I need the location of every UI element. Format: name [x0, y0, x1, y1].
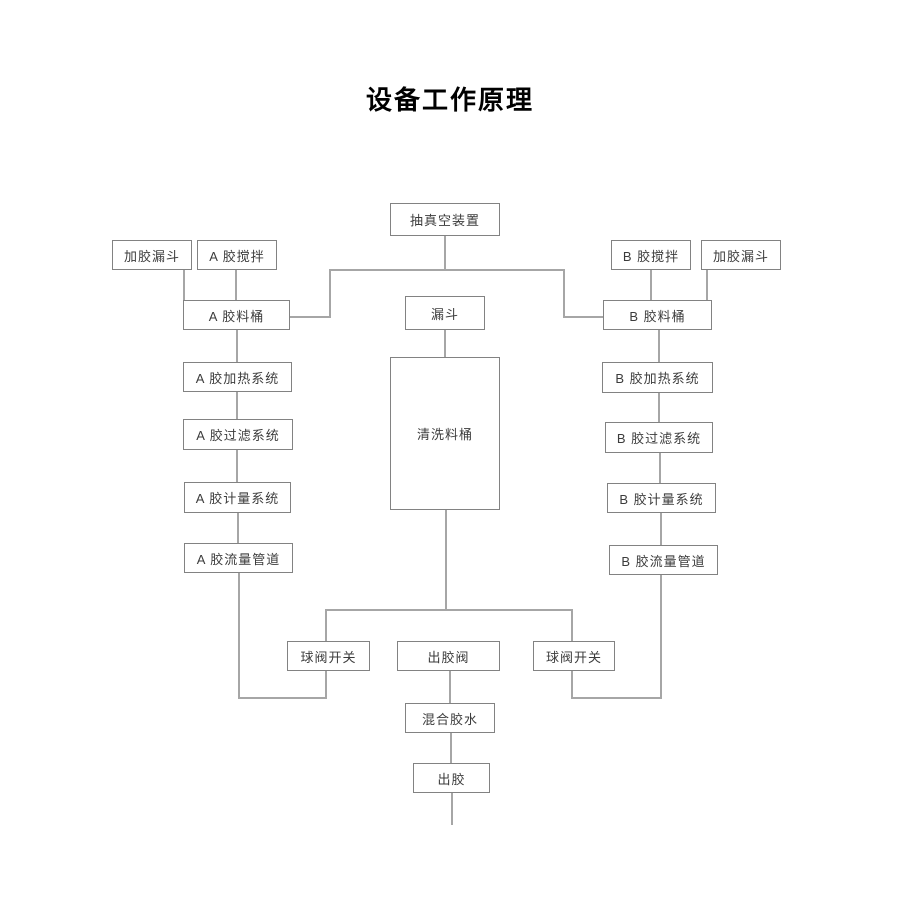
node-vacuum-device: 抽真空装置 — [390, 203, 500, 236]
connector-line — [238, 572, 240, 699]
connector-line — [563, 269, 565, 318]
connector-line — [660, 513, 662, 546]
node-glue-a-metering-system: A 胶计量系统 — [184, 482, 291, 513]
connector-line — [329, 269, 565, 271]
page-title: 设备工作原理 — [365, 85, 534, 115]
node-glue-b-flow-pipe: B 胶流量管道 — [609, 545, 718, 575]
node-glue-outlet-valve: 出胶阀 — [397, 641, 500, 671]
connector-line — [658, 330, 660, 362]
node-wash-barrel: 清洗料桶 — [390, 357, 500, 510]
connector-line — [563, 316, 603, 318]
node-ball-valve-right: 球阀开关 — [533, 641, 615, 671]
node-glue-b-metering-system: B 胶计量系统 — [607, 483, 716, 513]
connector-line — [445, 509, 447, 610]
node-glue-a-filter-system: A 胶过滤系统 — [183, 419, 293, 450]
connector-line — [183, 270, 185, 301]
connector-line — [235, 270, 237, 301]
node-glue-b-filter-system: B 胶过滤系统 — [605, 422, 713, 453]
connector-line — [236, 330, 238, 362]
node-glue-funnel-right: 加胶漏斗 — [701, 240, 781, 270]
node-glue-a-heating-system: A 胶加热系统 — [183, 362, 292, 392]
node-glue-b-stir: B 胶搅拌 — [611, 240, 691, 270]
connector-line — [444, 329, 446, 358]
node-glue-a-barrel: A 胶料桶 — [183, 300, 290, 330]
node-glue-out: 出胶 — [413, 763, 490, 793]
connector-line — [236, 391, 238, 420]
connector-line — [329, 269, 331, 318]
connector-line — [236, 449, 238, 483]
connector-line — [658, 392, 660, 423]
connector-line — [706, 270, 708, 301]
connector-line — [325, 609, 573, 611]
connector-line — [571, 697, 662, 699]
node-glue-b-barrel: B 胶料桶 — [603, 300, 712, 330]
connector-line — [325, 670, 327, 699]
connector-line — [450, 732, 452, 764]
node-middle-funnel: 漏斗 — [405, 296, 485, 330]
connector-line — [325, 609, 327, 642]
node-glue-funnel-left: 加胶漏斗 — [112, 240, 192, 270]
connector-line — [238, 697, 327, 699]
connector-line — [451, 792, 453, 825]
connector-line — [571, 670, 573, 699]
connector-line — [290, 316, 331, 318]
node-ball-valve-left: 球阀开关 — [287, 641, 370, 671]
node-glue-a-stir: A 胶搅拌 — [197, 240, 277, 270]
connector-line — [237, 512, 239, 544]
connector-line — [660, 574, 662, 699]
connector-line — [444, 236, 446, 270]
connector-line — [659, 452, 661, 484]
node-mixed-glue: 混合胶水 — [405, 703, 495, 733]
connector-line — [650, 270, 652, 301]
node-glue-a-flow-pipe: A 胶流量管道 — [184, 543, 293, 573]
connector-line — [571, 609, 573, 642]
connector-line — [449, 670, 451, 704]
node-glue-b-heating-system: B 胶加热系统 — [602, 362, 713, 393]
